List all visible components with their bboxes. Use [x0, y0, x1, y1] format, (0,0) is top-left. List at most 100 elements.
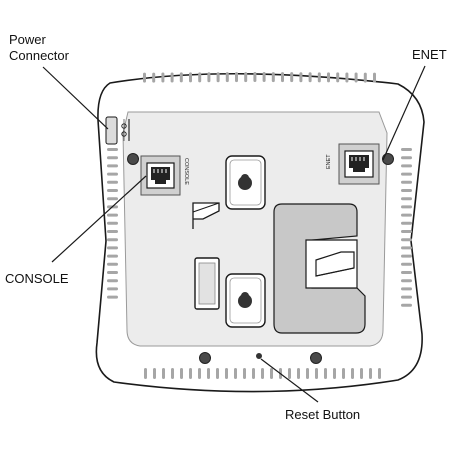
vent-slot: [378, 368, 381, 379]
vent-slot: [336, 72, 340, 83]
screw-bottom-left: [199, 352, 211, 364]
vent-slot: [401, 205, 412, 209]
vent-slot: [162, 368, 165, 379]
vent-slot: [401, 238, 412, 242]
console-port-label: CONSOLE: [183, 158, 189, 185]
vent-slot: [401, 172, 412, 176]
enet-callout: ENET: [412, 47, 447, 62]
reset-button-callout: Reset Button: [285, 407, 361, 422]
vent-slot: [107, 271, 118, 274]
bottom-vents: [144, 368, 381, 379]
vent-slot: [107, 164, 118, 168]
vent-slot: [288, 368, 291, 379]
vent-slot: [179, 72, 183, 83]
vent-slot: [216, 72, 220, 83]
vent-slot: [244, 72, 248, 83]
console-callout: CONSOLE: [5, 271, 69, 286]
vent-slot: [401, 213, 412, 217]
vent-slot: [351, 368, 354, 379]
keyhole-bottom: [225, 273, 266, 328]
vent-slot: [401, 279, 412, 283]
vent-slot: [363, 72, 367, 83]
vent-slot: [107, 197, 118, 201]
enet-port: [338, 143, 380, 185]
vent-slot: [107, 172, 118, 176]
vent-slot: [252, 368, 255, 379]
leader-enet: [382, 65, 426, 161]
vent-slot: [401, 148, 412, 151]
vent-slot: [401, 246, 412, 250]
power-connector-callout: Power Connector: [9, 32, 69, 64]
vent-slot: [253, 72, 257, 83]
vent-slot: [270, 368, 273, 379]
right-vents: [401, 148, 412, 307]
vent-slot: [107, 221, 118, 225]
vent-slot: [306, 368, 309, 379]
vent-slot: [354, 72, 358, 83]
vent-slot: [107, 156, 118, 160]
vent-slot: [161, 72, 165, 83]
vent-slot: [262, 72, 266, 83]
keyhole-top: [225, 155, 266, 210]
vent-slot: [180, 368, 183, 379]
vent-slot: [401, 287, 412, 291]
screw-right: [382, 153, 394, 165]
vent-slot: [401, 303, 412, 307]
vent-slot: [243, 368, 246, 379]
vent-slot: [234, 368, 237, 379]
vent-slot: [401, 156, 412, 160]
vent-slot: [207, 368, 210, 379]
vent-slot: [401, 262, 412, 266]
vent-slot: [401, 197, 412, 201]
vent-slot: [342, 368, 345, 379]
console-port: [140, 155, 181, 196]
screw-left: [127, 153, 139, 165]
vent-slot: [327, 72, 330, 83]
vent-slot: [401, 164, 412, 168]
vent-slot: [225, 368, 228, 379]
vent-slot: [345, 72, 349, 83]
leader-reset: [260, 358, 319, 403]
vent-slot: [373, 72, 376, 83]
vent-slot: [189, 368, 192, 379]
vent-slot: [235, 72, 238, 83]
vent-slot: [107, 279, 118, 283]
vent-slot: [189, 72, 192, 83]
vent-slot: [317, 72, 321, 83]
vent-slot: [297, 368, 300, 379]
vent-slot: [401, 271, 412, 274]
vent-slot: [401, 189, 412, 192]
enet-port-label: ENET: [326, 154, 332, 169]
vent-slot: [308, 72, 312, 83]
vent-slot: [144, 368, 147, 379]
vent-slot: [369, 368, 372, 379]
vent-slot: [225, 72, 229, 83]
vent-slot: [401, 230, 412, 233]
vent-slot: [360, 368, 363, 379]
vent-slot: [216, 368, 219, 379]
screw-bottom-right: [310, 352, 322, 364]
vent-slot: [401, 254, 412, 258]
vent-slot: [143, 72, 146, 83]
slot-lower-left: [194, 257, 220, 310]
vent-slot: [198, 72, 202, 83]
vent-slot: [107, 238, 118, 242]
vent-slot: [107, 148, 118, 151]
power-label-line2: Connector: [9, 48, 69, 63]
vent-slot: [170, 72, 174, 83]
reset-button[interactable]: [256, 353, 262, 359]
vent-slot: [198, 368, 201, 379]
vent-slot: [107, 262, 118, 266]
top-vents: [143, 72, 376, 83]
vent-slot: [281, 72, 284, 83]
vent-slot: [107, 180, 118, 184]
vent-slot: [207, 72, 211, 83]
vent-slot: [107, 295, 118, 299]
vent-slot: [324, 368, 327, 379]
leader-power: [42, 66, 109, 130]
vent-slot: [261, 368, 264, 379]
power-label-line1: Power: [9, 32, 46, 47]
vent-slot: [401, 221, 412, 225]
